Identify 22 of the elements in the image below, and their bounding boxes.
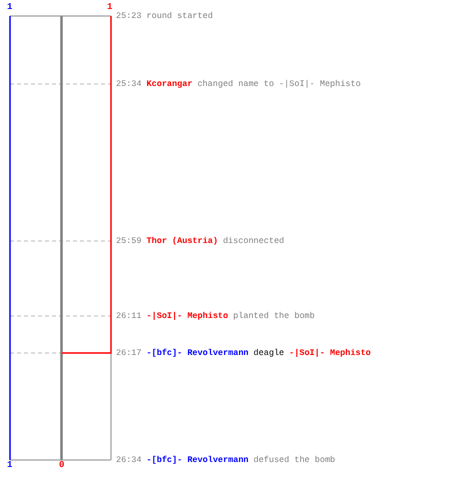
player-name: -[bfc]- Revolvermann	[146, 455, 249, 465]
event-time: 26:11	[116, 311, 142, 321]
event-text: round started	[146, 11, 213, 21]
event-time: 25:23	[116, 11, 142, 21]
player-name: Kcorangar	[146, 79, 192, 89]
player-name: -|SoI|- Mephisto	[289, 348, 371, 358]
event-text: defused the bomb	[254, 455, 336, 465]
event-time: 25:34	[116, 79, 142, 89]
event-text: disconnected	[222, 236, 284, 246]
weapon-name: deagle	[254, 348, 284, 358]
event-time: 26:34	[116, 455, 142, 465]
count-label: 1	[7, 3, 12, 12]
player-name: -|SoI|- Mephisto	[146, 311, 228, 321]
event-time: 26:17	[116, 348, 142, 358]
event-time: 25:59	[116, 236, 142, 246]
count-label: 0	[59, 461, 64, 470]
player-name: Thor (Austria)	[146, 236, 218, 246]
player-name: -[bfc]- Revolvermann	[146, 348, 249, 358]
count-label: 1	[107, 3, 112, 12]
event-text: planted the bomb	[233, 311, 315, 321]
count-label: 1	[7, 461, 12, 470]
event-text: changed name to -|SoI|- Mephisto	[197, 79, 361, 89]
